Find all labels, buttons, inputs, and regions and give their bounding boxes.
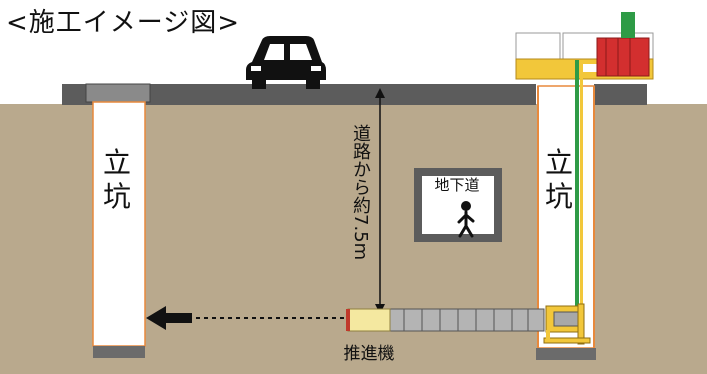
jack-unit [543, 303, 591, 345]
jacking-machine-label: 推進機 [343, 344, 395, 364]
underpass-label: 地下道 [434, 176, 480, 194]
left-shaft-base [93, 346, 145, 358]
left-shaft [92, 101, 146, 347]
person-icon [457, 201, 475, 238]
feed-pipe-green [575, 60, 579, 310]
right-shaft-base [536, 348, 596, 360]
generator-green [621, 12, 635, 38]
road-surface-right [594, 84, 647, 105]
surface-equipment [515, 12, 654, 80]
underpass-box [414, 168, 502, 242]
jacking-pipe-string [387, 308, 545, 332]
diagram-title: <施工イメージ図> [6, 8, 241, 38]
car-icon [246, 36, 326, 89]
feed-pipe-yellow [580, 60, 583, 310]
generator-red [596, 37, 650, 77]
jacking-machine [346, 308, 391, 332]
road-surface [62, 84, 536, 105]
right-shaft-label: 立坑 [544, 146, 573, 213]
left-shaft-label: 立坑 [102, 146, 131, 213]
direction-arrow-icon [146, 306, 192, 330]
left-shaft-cap [85, 83, 151, 103]
depth-label: 道路から約7.5m [350, 124, 371, 261]
